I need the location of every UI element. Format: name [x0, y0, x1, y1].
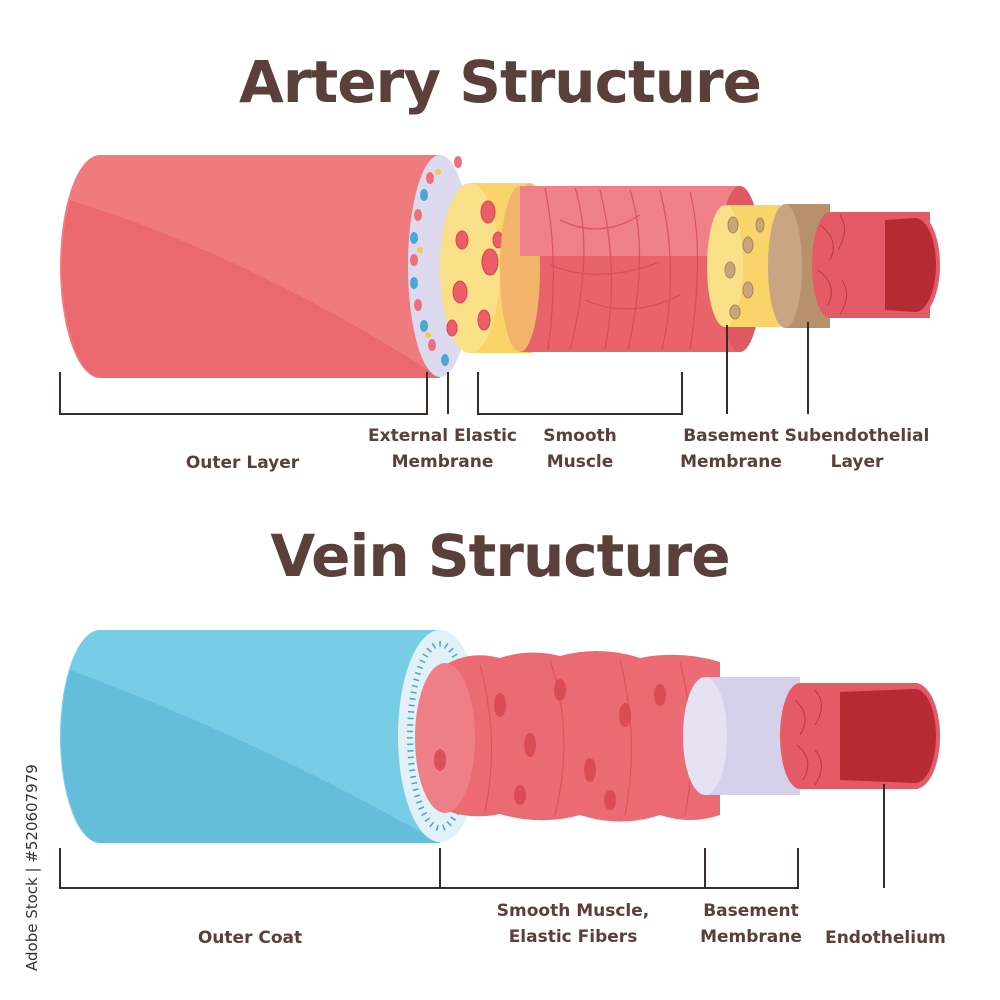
vein-smooth-muscle [415, 650, 720, 822]
vein-basement-text-2: Membrane [700, 927, 802, 947]
artery-brackets [59, 322, 809, 415]
outer-layer-text: Outer Layer [185, 453, 300, 473]
vein-smooth-muscle-text-2: Elastic Fibers [508, 927, 638, 947]
label-smooth-muscle-elastic-fibers: Smooth Muscle, Elastic Fibers [488, 898, 658, 950]
subendothelial-text-1: Subendothelial [784, 426, 930, 446]
outer-coat-text: Outer Coat [197, 928, 303, 948]
label-endothelium: Endothelium [818, 925, 953, 951]
label-subendothelial-layer: Subendothelial Layer [783, 423, 931, 475]
vein-smooth-muscle-text-1: Smooth Muscle, [496, 901, 650, 921]
artery-smooth-muscle [500, 186, 762, 352]
external-elastic-text-1: External Elastic [368, 426, 517, 446]
artery-outer-layer [60, 155, 441, 378]
label-smooth-muscle: Smooth Muscle [530, 423, 630, 475]
external-elastic-text-2: Membrane [391, 452, 494, 472]
label-external-elastic-membrane: External Elastic Membrane [360, 423, 525, 475]
vein-title: Vein Structure [270, 522, 730, 590]
subendothelial-text-2: Layer [830, 452, 884, 472]
vein-basement-text-1: Basement [703, 901, 799, 921]
basement-text-2: Membrane [680, 452, 782, 472]
endothelium-text: Endothelium [825, 928, 946, 948]
smooth-muscle-text-2: Muscle [546, 452, 614, 472]
basement-text-1: Basement [683, 426, 779, 446]
vein-brackets [59, 784, 885, 889]
label-outer-coat: Outer Coat [165, 925, 335, 951]
vein-endothelium [780, 683, 940, 789]
label-basement-membrane-artery: Basement Membrane [672, 423, 790, 475]
stock-watermark-id: Adobe Stock | #520607979 [23, 764, 41, 971]
artery-endothelium [812, 212, 940, 318]
label-basement-membrane-vein: Basement Membrane [692, 898, 810, 950]
smooth-muscle-text-1: Smooth [543, 426, 617, 446]
label-outer-layer: Outer Layer [160, 450, 325, 476]
artery-title: Artery Structure [239, 48, 762, 116]
